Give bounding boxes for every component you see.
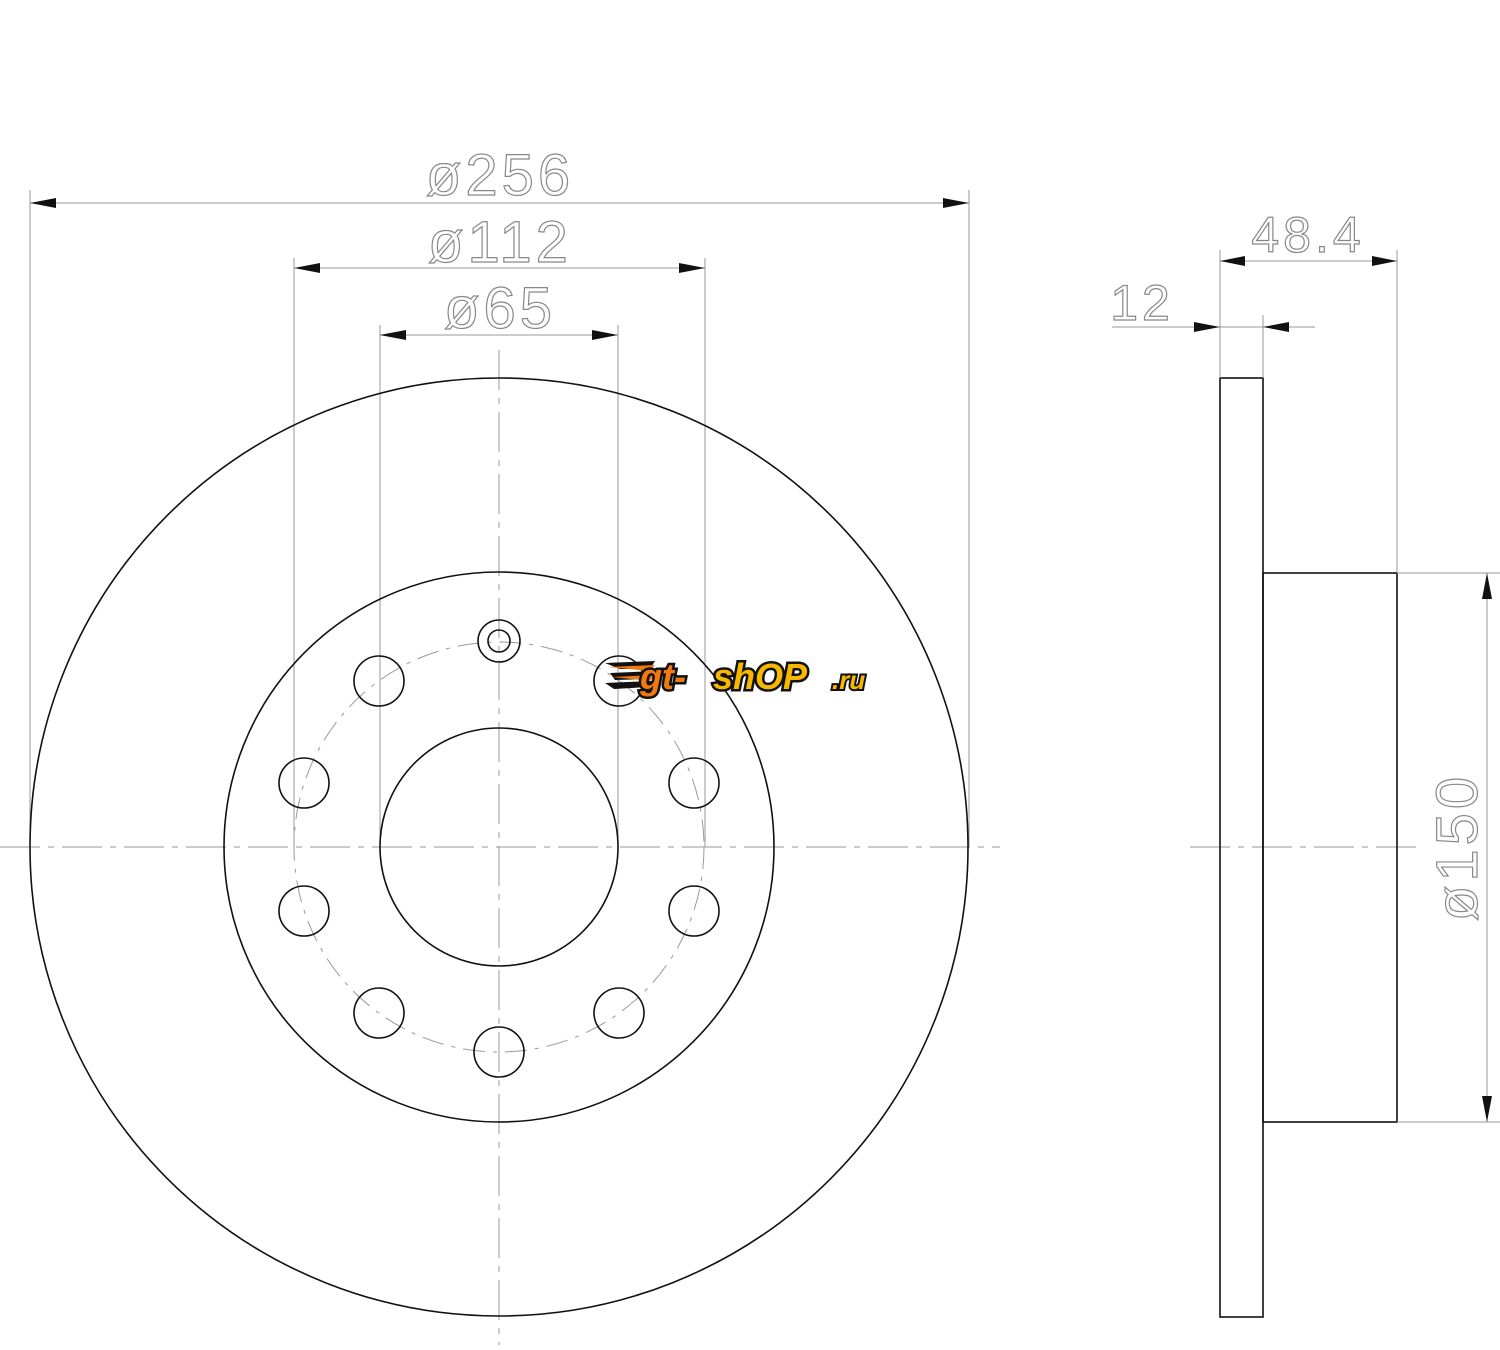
center-bore	[379, 727, 619, 967]
bolt-hole	[353, 987, 405, 1039]
bolt-hole	[668, 885, 720, 937]
bolt-hole	[668, 757, 720, 809]
bolt-hole	[278, 885, 330, 937]
hub-edge	[223, 571, 775, 1123]
disc-outer-edge	[29, 377, 969, 1317]
dimension-total-height: 48.4	[1251, 207, 1364, 263]
bolt-hole	[593, 987, 645, 1039]
locating-hole-outer	[477, 619, 521, 663]
dimension-center-bore: ø65	[444, 276, 556, 341]
svg-text:.ru: .ru	[832, 665, 865, 695]
bolt-circle	[293, 641, 705, 1053]
dimension-hub-diameter: ø150	[1425, 773, 1490, 921]
dimension-outer-diameter: ø256	[426, 143, 574, 208]
disc-side-hub	[1262, 572, 1398, 1123]
bolt-hole	[353, 655, 405, 707]
gt-shop-logo: gt- shOP .ru	[605, 654, 867, 700]
bolt-holes	[278, 619, 720, 1078]
svg-text:shOP: shOP	[713, 656, 808, 697]
svg-text:gt-: gt-	[639, 656, 686, 697]
dimension-thickness: 12	[1110, 275, 1174, 331]
locating-hole-inner	[487, 629, 511, 653]
bolt-hole	[278, 757, 330, 809]
bolt-hole	[593, 655, 645, 707]
bolt-hole	[473, 1026, 525, 1078]
dimension-bolt-circle: ø112	[428, 210, 572, 275]
